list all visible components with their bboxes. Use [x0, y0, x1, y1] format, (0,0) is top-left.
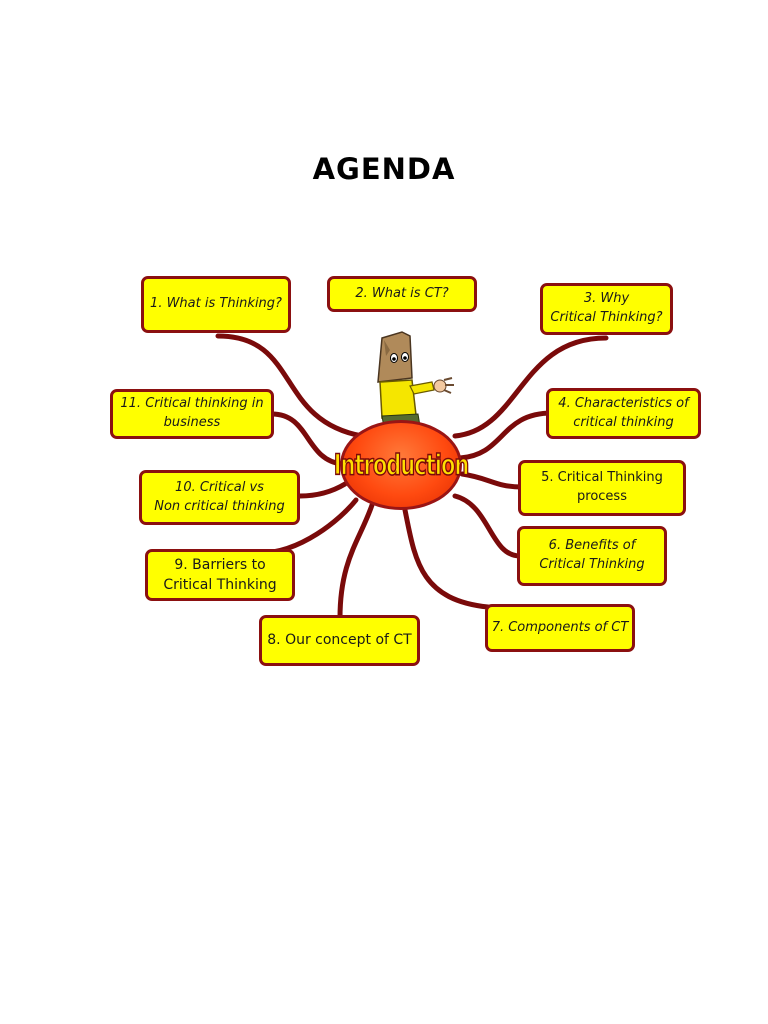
topic-8: 8. Our concept of CT — [259, 615, 420, 666]
topic-11: 11. Critical thinking in business — [110, 389, 274, 439]
figure-illustration — [362, 330, 462, 434]
center-node-introduction: Introduction — [333, 420, 470, 510]
topic-4: 4. Characteristics of critical thinking — [546, 388, 701, 439]
topic-label: 5. Critical Thinking process — [541, 470, 663, 504]
topic-2: 2. What is CT? — [327, 276, 477, 312]
topic-6: 6. Benefits of Critical Thinking — [517, 526, 667, 586]
center-label: Introduction — [333, 448, 470, 482]
topic-label: 11. Critical thinking in business — [120, 396, 264, 430]
connector-10 — [297, 481, 348, 499]
topic-label: 7. Components of CT — [491, 619, 629, 635]
connector-11 — [269, 411, 345, 467]
connector-6 — [452, 493, 523, 559]
connector-1 — [215, 333, 365, 439]
topic-5: 5. Critical Thinking process — [518, 460, 686, 516]
page-title: AGENDA — [312, 152, 456, 186]
topic-9: 9. Barriers to Critical Thinking — [145, 549, 295, 601]
topic-label: 8. Our concept of CT — [267, 632, 412, 649]
connector-4 — [457, 410, 555, 461]
topic-1: 1. What is Thinking? — [141, 276, 291, 333]
topic-label: 2. What is CT? — [355, 285, 449, 301]
topic-label: 9. Barriers to Critical Thinking — [163, 556, 277, 593]
connector-8 — [337, 502, 375, 621]
topic-label: 6. Benefits of Critical Thinking — [539, 538, 645, 572]
topic-label: 10. Critical vs Non critical thinking — [154, 479, 285, 514]
person-with-paper-bag-head-icon — [377, 331, 454, 429]
topic-3: 3. Why Critical Thinking? — [540, 283, 673, 335]
topic-label: 1. What is Thinking? — [150, 296, 282, 312]
connector-7 — [402, 507, 491, 610]
topic-label: 3. Why Critical Thinking? — [550, 291, 663, 325]
topic-10: 10. Critical vs Non critical thinking — [139, 470, 300, 525]
topic-7: 7. Components of CT — [485, 604, 635, 652]
connector-3 — [452, 335, 609, 439]
connector-5 — [459, 471, 525, 490]
topic-label: 4. Characteristics of critical thinking — [558, 395, 689, 430]
